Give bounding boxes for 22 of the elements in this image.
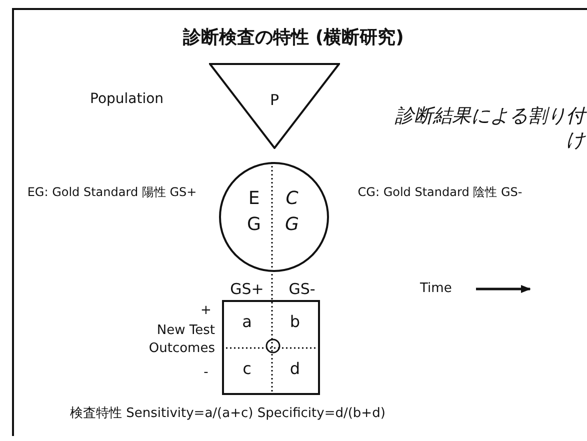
column-header: GS+ <box>229 279 265 299</box>
allocation-note: 診断結果による割り付け <box>394 104 585 152</box>
circle-node <box>219 162 329 272</box>
title: 診断検査の特性 (横断研究) <box>182 26 405 50</box>
column-header: GS- <box>288 279 316 299</box>
axis-label: New Test Outcomes <box>148 322 215 358</box>
cell-letter: d <box>288 359 302 379</box>
time-label: Time <box>420 280 453 298</box>
cell-letter: a <box>241 312 253 332</box>
row-sign: + <box>200 302 212 320</box>
node-label: P <box>268 91 280 109</box>
cg-label: CG: Gold Standard 陰性 GS- <box>356 184 524 201</box>
node-label: C G <box>284 187 300 237</box>
square-node <box>222 300 320 395</box>
row-sign: - <box>202 364 210 382</box>
population-label: Population <box>90 90 165 109</box>
formula-text: 検査特性 Sensitivity=a/(a+c) Specificity=d/(b+d) <box>70 405 386 423</box>
node-label: E G <box>246 187 262 237</box>
eg-label: EG: Gold Standard 陽性 GS+ <box>26 184 198 201</box>
cell-letter: c <box>242 359 252 379</box>
cell-letter: b <box>288 312 302 332</box>
triangle-node <box>209 63 340 149</box>
